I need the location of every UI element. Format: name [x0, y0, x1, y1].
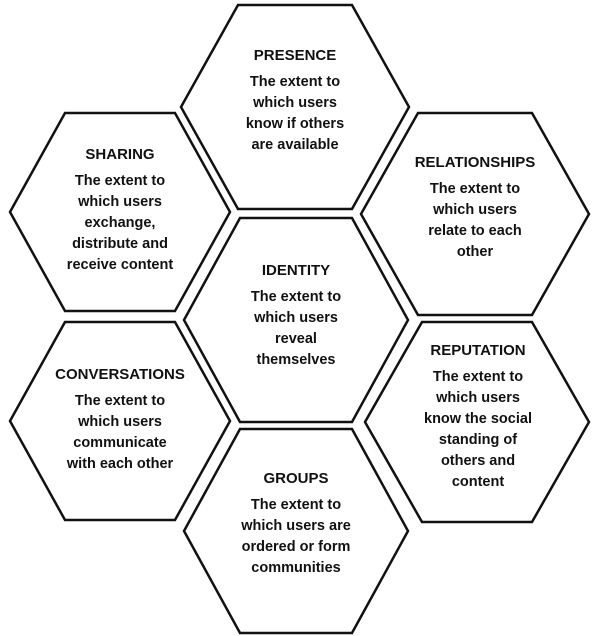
- identity-text: IDENTITY The extent to which users revea…: [198, 260, 394, 371]
- sharing-text: SHARING The extent to which users exchan…: [22, 144, 218, 276]
- identity-title: IDENTITY: [261, 262, 331, 279]
- hexagon-identity: [182, 216, 410, 424]
- hexagon-sharing: [8, 111, 232, 313]
- reputation-text: REPUTATION The extent to which users kno…: [378, 340, 578, 493]
- conversations-description: The extent to which users communicate wi…: [66, 393, 174, 472]
- hexagon-conversations: [8, 320, 232, 522]
- presence-text: PRESENCE The extent to which users know …: [196, 45, 394, 156]
- hexagon-groups: [182, 427, 410, 635]
- identity-description: The extent to which users reveal themsel…: [250, 289, 342, 368]
- sharing-title: SHARING: [85, 146, 155, 163]
- conversations-text: CONVERSATIONS The extent to which users …: [20, 364, 220, 475]
- conversations-title: CONVERSATIONS: [55, 366, 185, 383]
- groups-title: GROUPS: [263, 470, 329, 487]
- presence-description: The extent to which users know if others…: [245, 74, 345, 153]
- hexagon-relationships: [359, 111, 591, 317]
- reputation-title: REPUTATION: [430, 342, 526, 359]
- relationships-title: RELATIONSHIPS: [414, 154, 536, 171]
- hexagon-presence: [179, 3, 411, 211]
- reputation-description: The extent to which users know the socia…: [424, 369, 532, 490]
- presence-title: PRESENCE: [253, 47, 337, 64]
- hexagon-reputation: [363, 320, 591, 524]
- groups-description: The extent to which users are ordered or…: [241, 497, 351, 576]
- sharing-description: The extent to which users exchange, dist…: [66, 173, 174, 273]
- relationships-text: RELATIONSHIPS The extent to which users …: [370, 152, 580, 263]
- groups-text: GROUPS The extent to which users are ord…: [194, 468, 398, 579]
- relationships-description: The extent to which users relate to each…: [428, 181, 522, 260]
